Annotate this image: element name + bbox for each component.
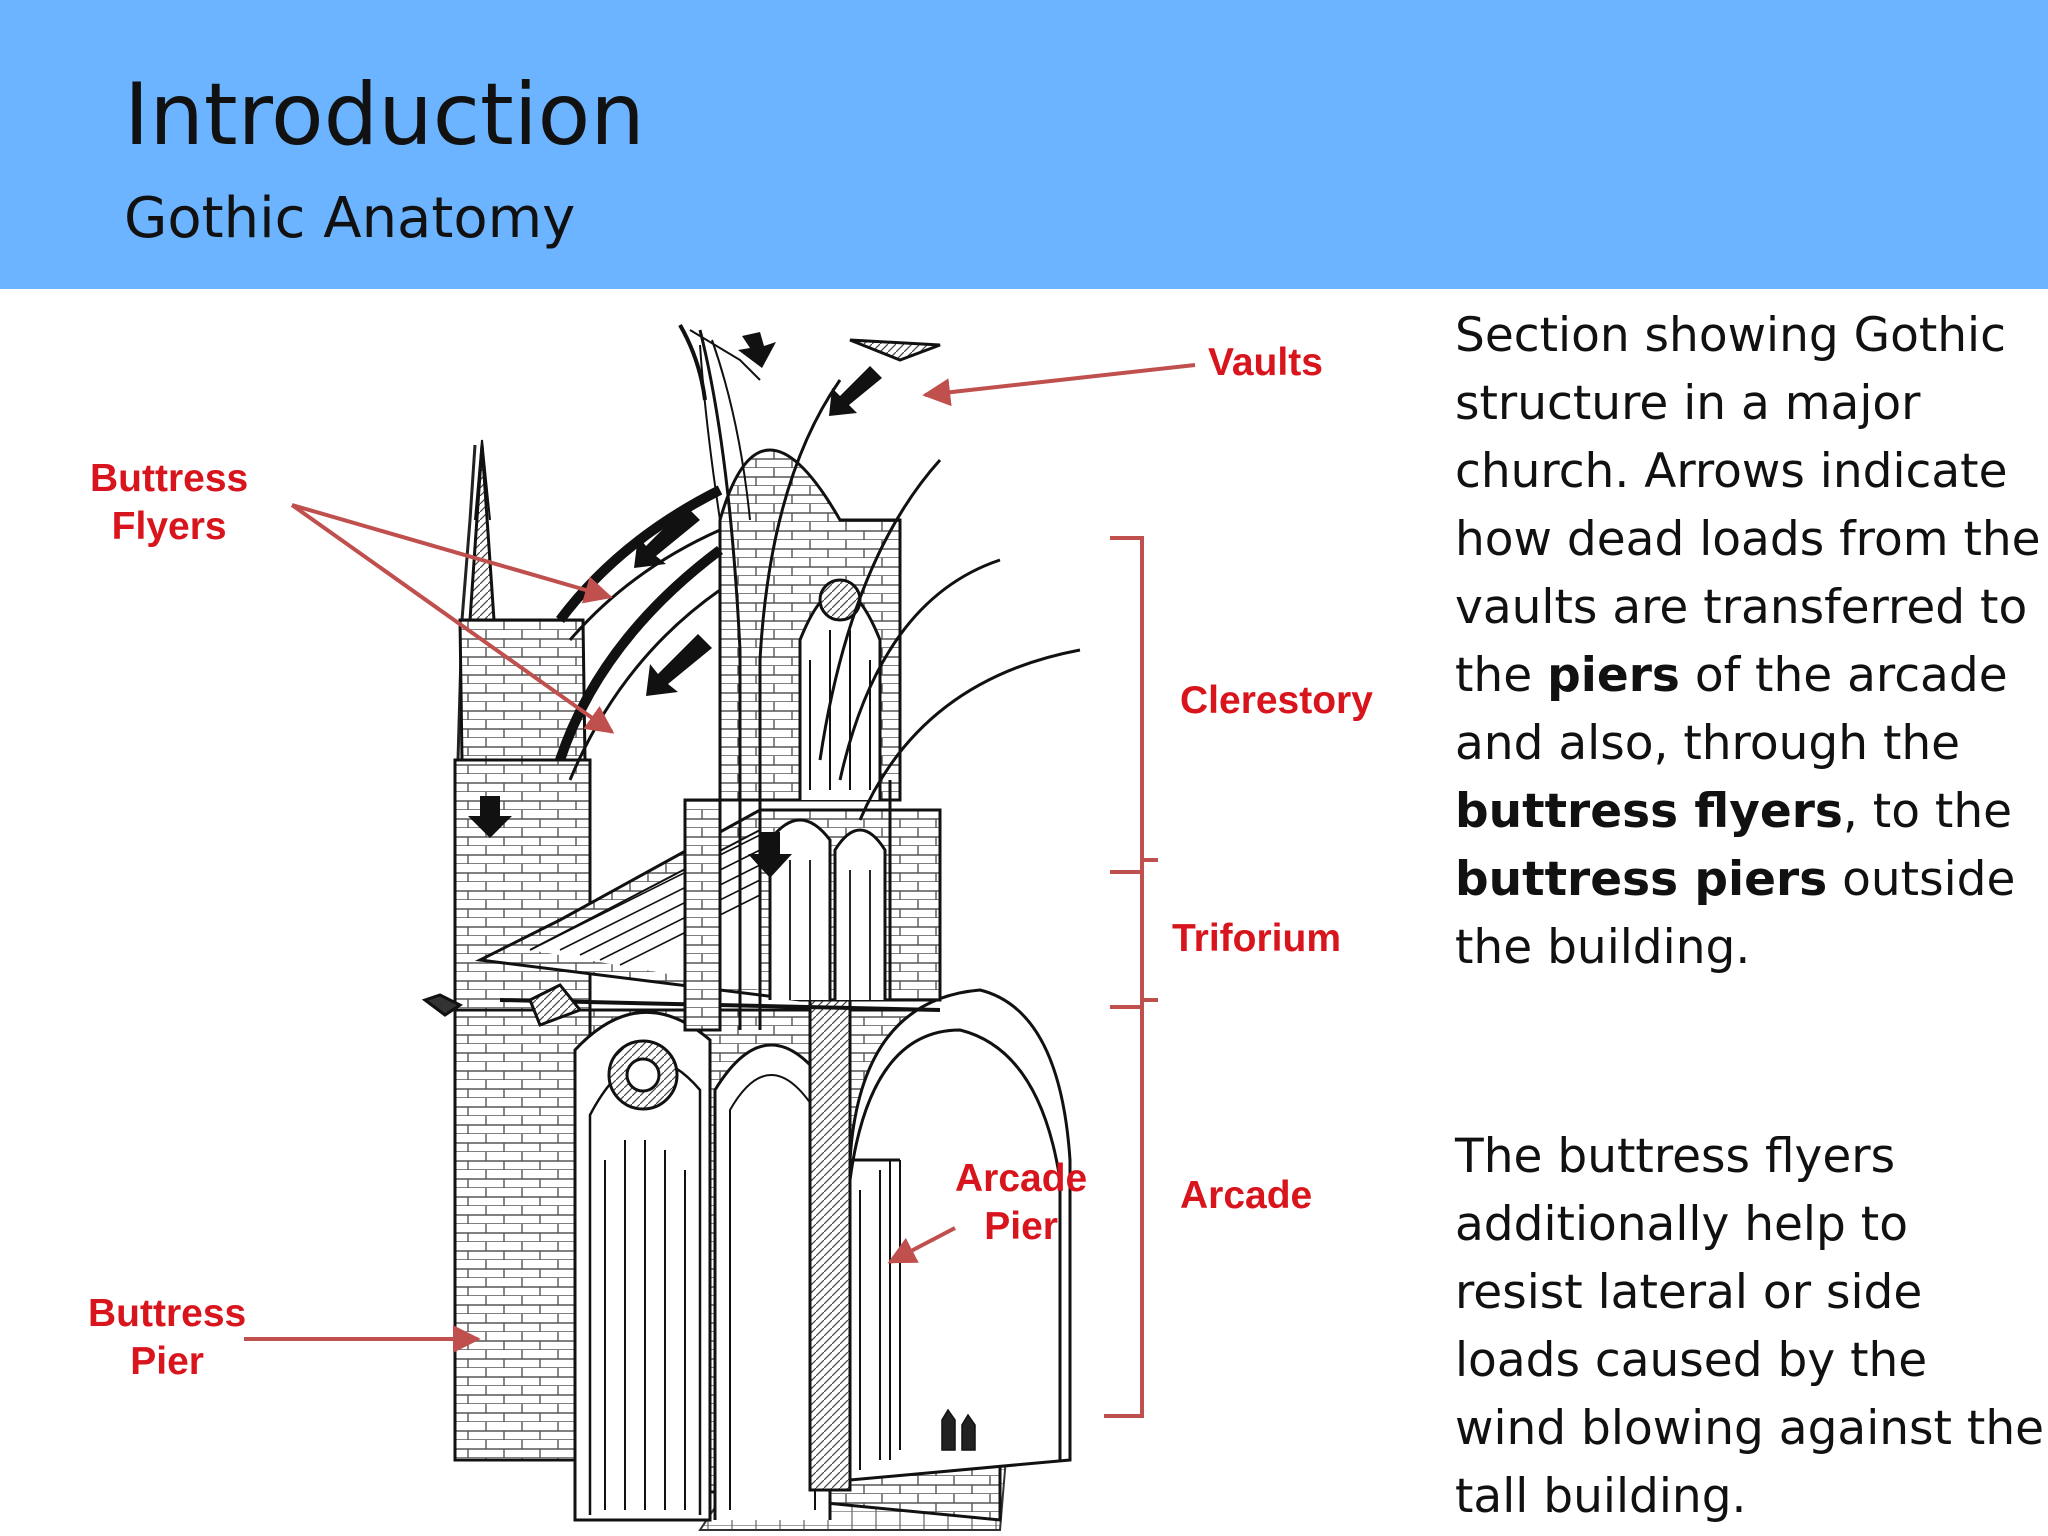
load-arrow-down xyxy=(738,332,776,368)
load-arrow-down xyxy=(748,832,792,878)
label-buttress-pier: Buttress Pier xyxy=(88,1292,247,1383)
cathedral-section-diagram xyxy=(244,324,1196,1531)
triforium-bracket xyxy=(1110,870,1158,1009)
lateral-loads-paragraph: The buttress flyers additionally help to… xyxy=(1455,1129,2045,1524)
building-drawing xyxy=(421,324,1081,1531)
arcade-pier-pointer xyxy=(887,1226,956,1264)
buttress-flyers-pointer-lower xyxy=(290,503,615,734)
label-vaults: Vaults xyxy=(1208,341,1323,384)
slide-subtitle: Gothic Anatomy xyxy=(124,186,576,251)
buttress-flyers-pointer-upper xyxy=(291,503,613,604)
load-arrow-diagonal xyxy=(634,506,700,568)
description-paragraph: Section showing Gothic structure in a ma… xyxy=(1455,308,2041,975)
slide-title: Introduction xyxy=(124,65,645,165)
arcade-bracket xyxy=(1104,1005,1144,1418)
pointer-lines xyxy=(244,363,1196,1353)
label-buttress-flyers: Buttress Flyers xyxy=(90,457,249,548)
load-arrow-diagonal xyxy=(646,634,712,696)
load-arrows xyxy=(468,332,882,878)
vaults-pointer xyxy=(922,363,1196,407)
label-arcade: Arcade xyxy=(1180,1174,1313,1217)
load-arrow-diagonal xyxy=(829,366,882,416)
label-arcade-pier: Arcade Pier xyxy=(955,1157,1088,1248)
label-triforium: Triforium xyxy=(1172,917,1342,960)
label-clerestory: Clerestory xyxy=(1180,679,1373,722)
level-brackets xyxy=(1104,536,1158,1418)
slide-header: Introduction Gothic Anatomy xyxy=(0,0,2048,289)
load-arrow-down xyxy=(468,796,512,838)
clerestory-bracket xyxy=(1110,536,1158,874)
